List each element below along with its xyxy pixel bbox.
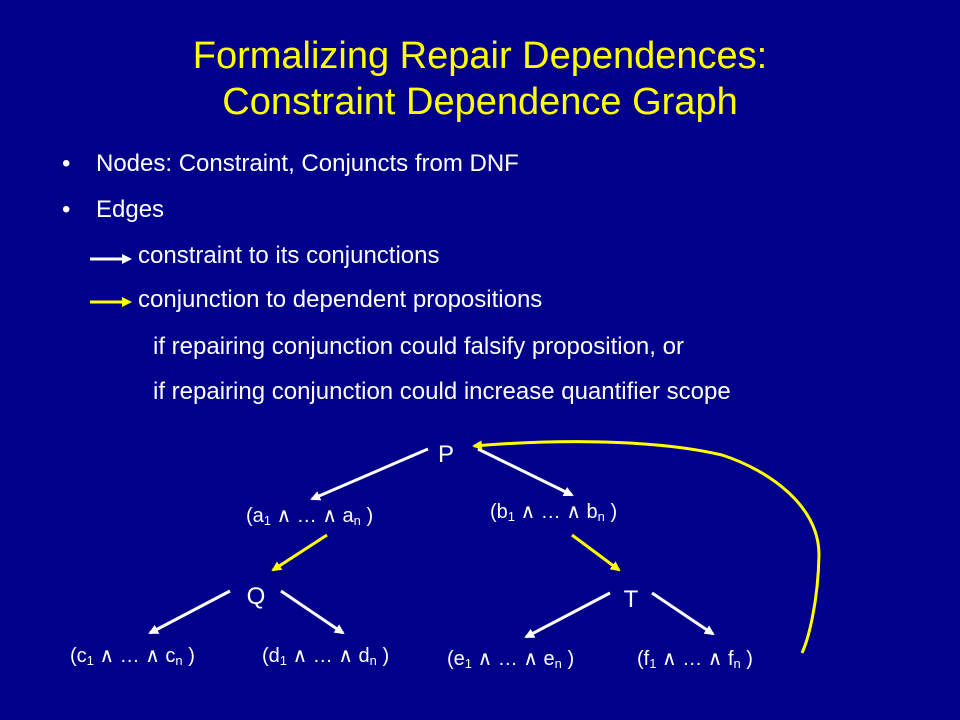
node-p: P	[438, 441, 454, 468]
white-arrow-icon	[90, 254, 132, 264]
node-q: Q	[247, 583, 266, 610]
conjunction-c: (c1 ∧ … ∧ cn )	[70, 645, 195, 668]
bullet-nodes: Nodes: Constraint, Conjuncts from DNF	[96, 150, 519, 177]
edge-q-to-c	[148, 589, 231, 635]
edge-legend-constraint: constraint to its conjunctions	[138, 242, 440, 269]
condition-falsify: if repairing conjunction could falsify p…	[153, 333, 684, 360]
edge-f-to-p	[472, 440, 821, 654]
conjunction-e: (e1 ∧ … ∧ en )	[447, 648, 574, 671]
bullet-marker: •	[62, 196, 71, 223]
node-t: T	[624, 586, 639, 613]
bullet-marker: •	[62, 150, 71, 177]
slide-title-line-2: Constraint Dependence Graph	[222, 81, 738, 123]
edge-a-to-q	[271, 533, 328, 572]
edge-q-to-d	[280, 589, 345, 635]
yellow-arrow-icon	[90, 297, 132, 307]
conjunction-a: (a1 ∧ … ∧ an )	[246, 505, 373, 528]
edge-p-to-a	[310, 447, 429, 501]
edge-t-to-e	[524, 591, 611, 639]
edge-p-to-b	[477, 447, 574, 497]
conjunction-d: (d1 ∧ … ∧ dn )	[262, 645, 389, 668]
edge-b-to-t	[571, 533, 621, 572]
edge-t-to-f	[651, 591, 715, 636]
condition-scope: if repairing conjunction could increase …	[153, 378, 731, 405]
conjunction-f: (f1 ∧ … ∧ fn )	[637, 648, 753, 671]
conjunction-b: (b1 ∧ … ∧ bn )	[490, 501, 617, 524]
slide-title-line-1: Formalizing Repair Dependences:	[192, 35, 768, 77]
bullet-edges: Edges	[96, 196, 165, 223]
edge-legend-dependence: conjunction to dependent propositions	[138, 286, 543, 313]
